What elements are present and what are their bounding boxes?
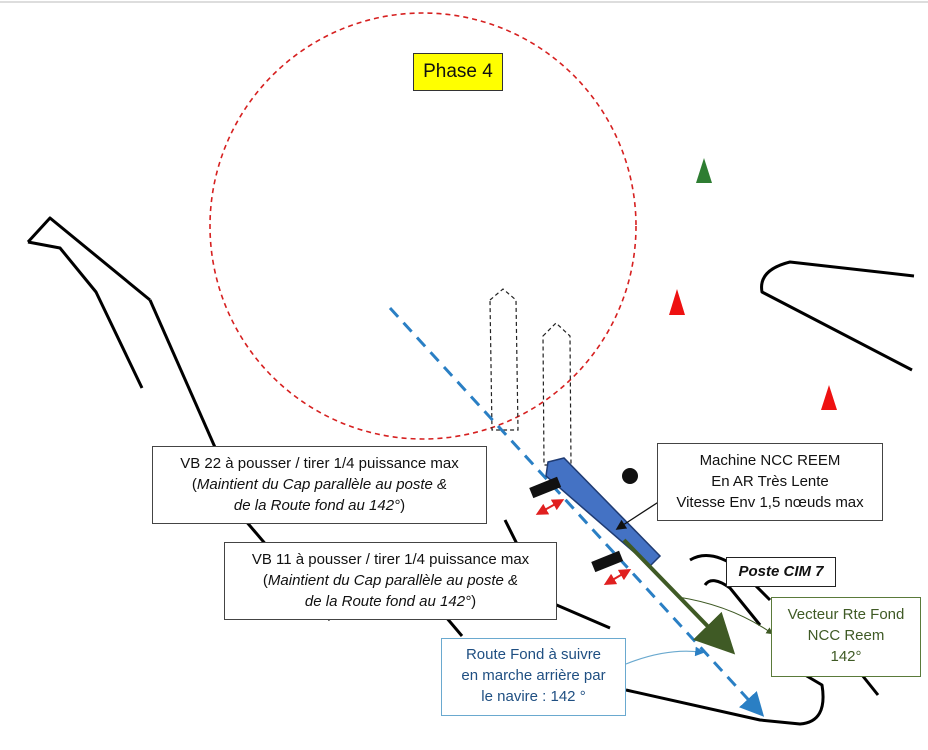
red-buoy-1 [669, 289, 685, 315]
tug-vb22 [529, 476, 562, 499]
phase-label: Phase 4 [413, 53, 503, 91]
vecteur-callout: Vecteur Rte Fond NCC Reem 142° [771, 597, 921, 677]
red-buoy-2 [821, 385, 837, 410]
vecteur-callout-pointer [677, 596, 774, 635]
vecteur-line1: Vecteur Rte Fond [787, 606, 905, 623]
west-jetty-arm [27, 240, 144, 389]
vecteur-line2: NCC Reem [807, 627, 885, 644]
south-shoreline [625, 670, 825, 726]
west-jetty-top [26, 216, 151, 302]
vb11-push-pull-arrow [603, 568, 632, 586]
poste-label-text: Poste CIM 7 [738, 563, 824, 580]
machine-line2: En AR Très Lente [711, 473, 829, 490]
cim7-quay-inner [703, 579, 762, 626]
turning-circle [209, 12, 637, 440]
vecteur-line3: 142° [830, 648, 862, 665]
poste-label: Poste CIM 7 [726, 557, 836, 587]
vb11-line2: (Maintient du Cap parallèle au poste & [262, 572, 519, 589]
route-line1: Route Fond à suivre [465, 646, 602, 663]
green-buoy [696, 158, 712, 183]
machine-callout: Machine NCC REEM En AR Très Lente Vitess… [657, 443, 883, 521]
ship-ncc-reem [545, 457, 662, 568]
vb22-line1: VB 22 à pousser / tirer 1/4 puissance ma… [180, 455, 459, 472]
vb11-line3: de la Route fond au 142°) [304, 593, 477, 610]
phase-label-text: Phase 4 [423, 61, 493, 82]
vb22-callout: VB 22 à pousser / tirer 1/4 puissance ma… [152, 446, 487, 524]
machine-line1: Machine NCC REEM [699, 452, 841, 469]
vb11-callout: VB 11 à pousser / tirer 1/4 puissance ma… [224, 542, 557, 620]
route-callout: Route Fond à suivre en marche arrière pa… [441, 638, 626, 716]
vb11-line1: VB 11 à pousser / tirer 1/4 puissance ma… [251, 551, 530, 568]
route-line3: le navire : 142 ° [481, 688, 586, 705]
machine-line3: Vitesse Env 1,5 nœuds max [676, 494, 864, 511]
route-vector-arrow [622, 538, 736, 655]
vb22-line2: (Maintient du Cap parallèle au poste & [191, 476, 448, 493]
machine-indicator [622, 468, 638, 484]
ghost-ship-2 [542, 322, 572, 466]
east-jetty [760, 260, 915, 372]
vb22-line3: de la Route fond au 142°) [233, 497, 406, 514]
ghost-ship-1 [489, 288, 519, 431]
west-channel-edge [148, 299, 227, 471]
route-line2: en marche arrière par [461, 667, 606, 684]
machine-callout-pointer [615, 500, 661, 530]
route-callout-pointer [625, 646, 705, 665]
vb22-push-pull-arrow [535, 499, 565, 515]
tug-vb11 [591, 550, 624, 573]
